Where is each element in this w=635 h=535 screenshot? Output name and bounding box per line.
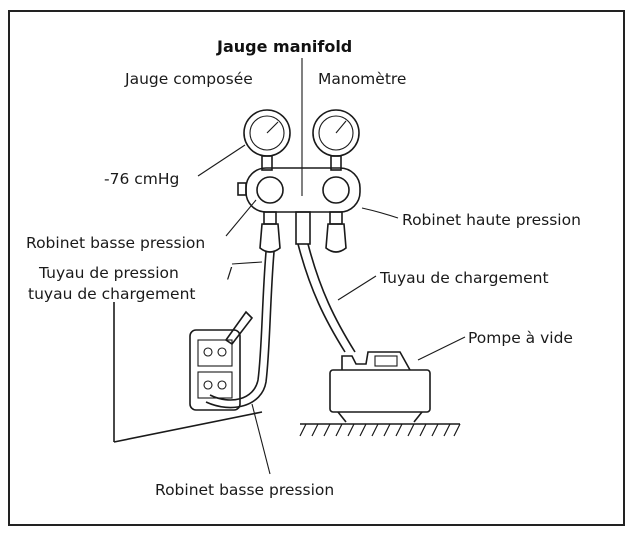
leader-vacuum-pump xyxy=(417,336,466,361)
leader-pressure-hose xyxy=(231,261,263,265)
compound-gauge-icon xyxy=(243,109,291,171)
charge-hose-outline xyxy=(307,243,356,353)
manifold-body xyxy=(237,167,361,245)
charge-hose xyxy=(297,243,346,353)
vacuum-pump-icon xyxy=(329,351,431,423)
leader-low-pressure-valve-bottom xyxy=(251,403,271,475)
label-slash: / xyxy=(227,264,233,282)
label-low-pressure-valve-bottom: Robinet basse pression xyxy=(155,481,334,499)
label-compound-gauge: Jauge composée xyxy=(124,70,253,88)
diagram-title: Jauge manifold xyxy=(216,37,352,56)
floor-hatching xyxy=(299,423,461,437)
leader-charge-hose xyxy=(337,275,377,301)
label-vacuum-reading: -76 cmHg xyxy=(104,170,179,188)
label-pressure-hose-line2: tuyau de chargement xyxy=(28,285,195,303)
high-pressure-valve-knob-icon xyxy=(325,211,347,253)
outdoor-unit-base xyxy=(113,411,263,443)
label-pressure-gauge: Manomètre xyxy=(318,70,406,88)
leader-high-pressure-valve xyxy=(361,207,399,219)
label-low-pressure-valve-top: Robinet basse pression xyxy=(26,234,205,252)
label-charge-hose: Tuyau de chargement xyxy=(379,269,549,287)
low-pressure-valve-knob-icon xyxy=(259,211,281,253)
service-valve-icon xyxy=(189,310,254,411)
pressure-hose xyxy=(209,251,267,401)
pressure-hose-outline xyxy=(205,251,275,409)
label-vacuum-pump: Pompe à vide xyxy=(468,329,573,347)
label-high-pressure-valve: Robinet haute pression xyxy=(402,211,581,229)
pressure-gauge-icon xyxy=(312,109,360,171)
label-pressure-hose-line1: Tuyau de pression xyxy=(38,264,179,282)
leader-vacuum-reading xyxy=(197,144,246,177)
diagram-frame xyxy=(8,10,625,526)
